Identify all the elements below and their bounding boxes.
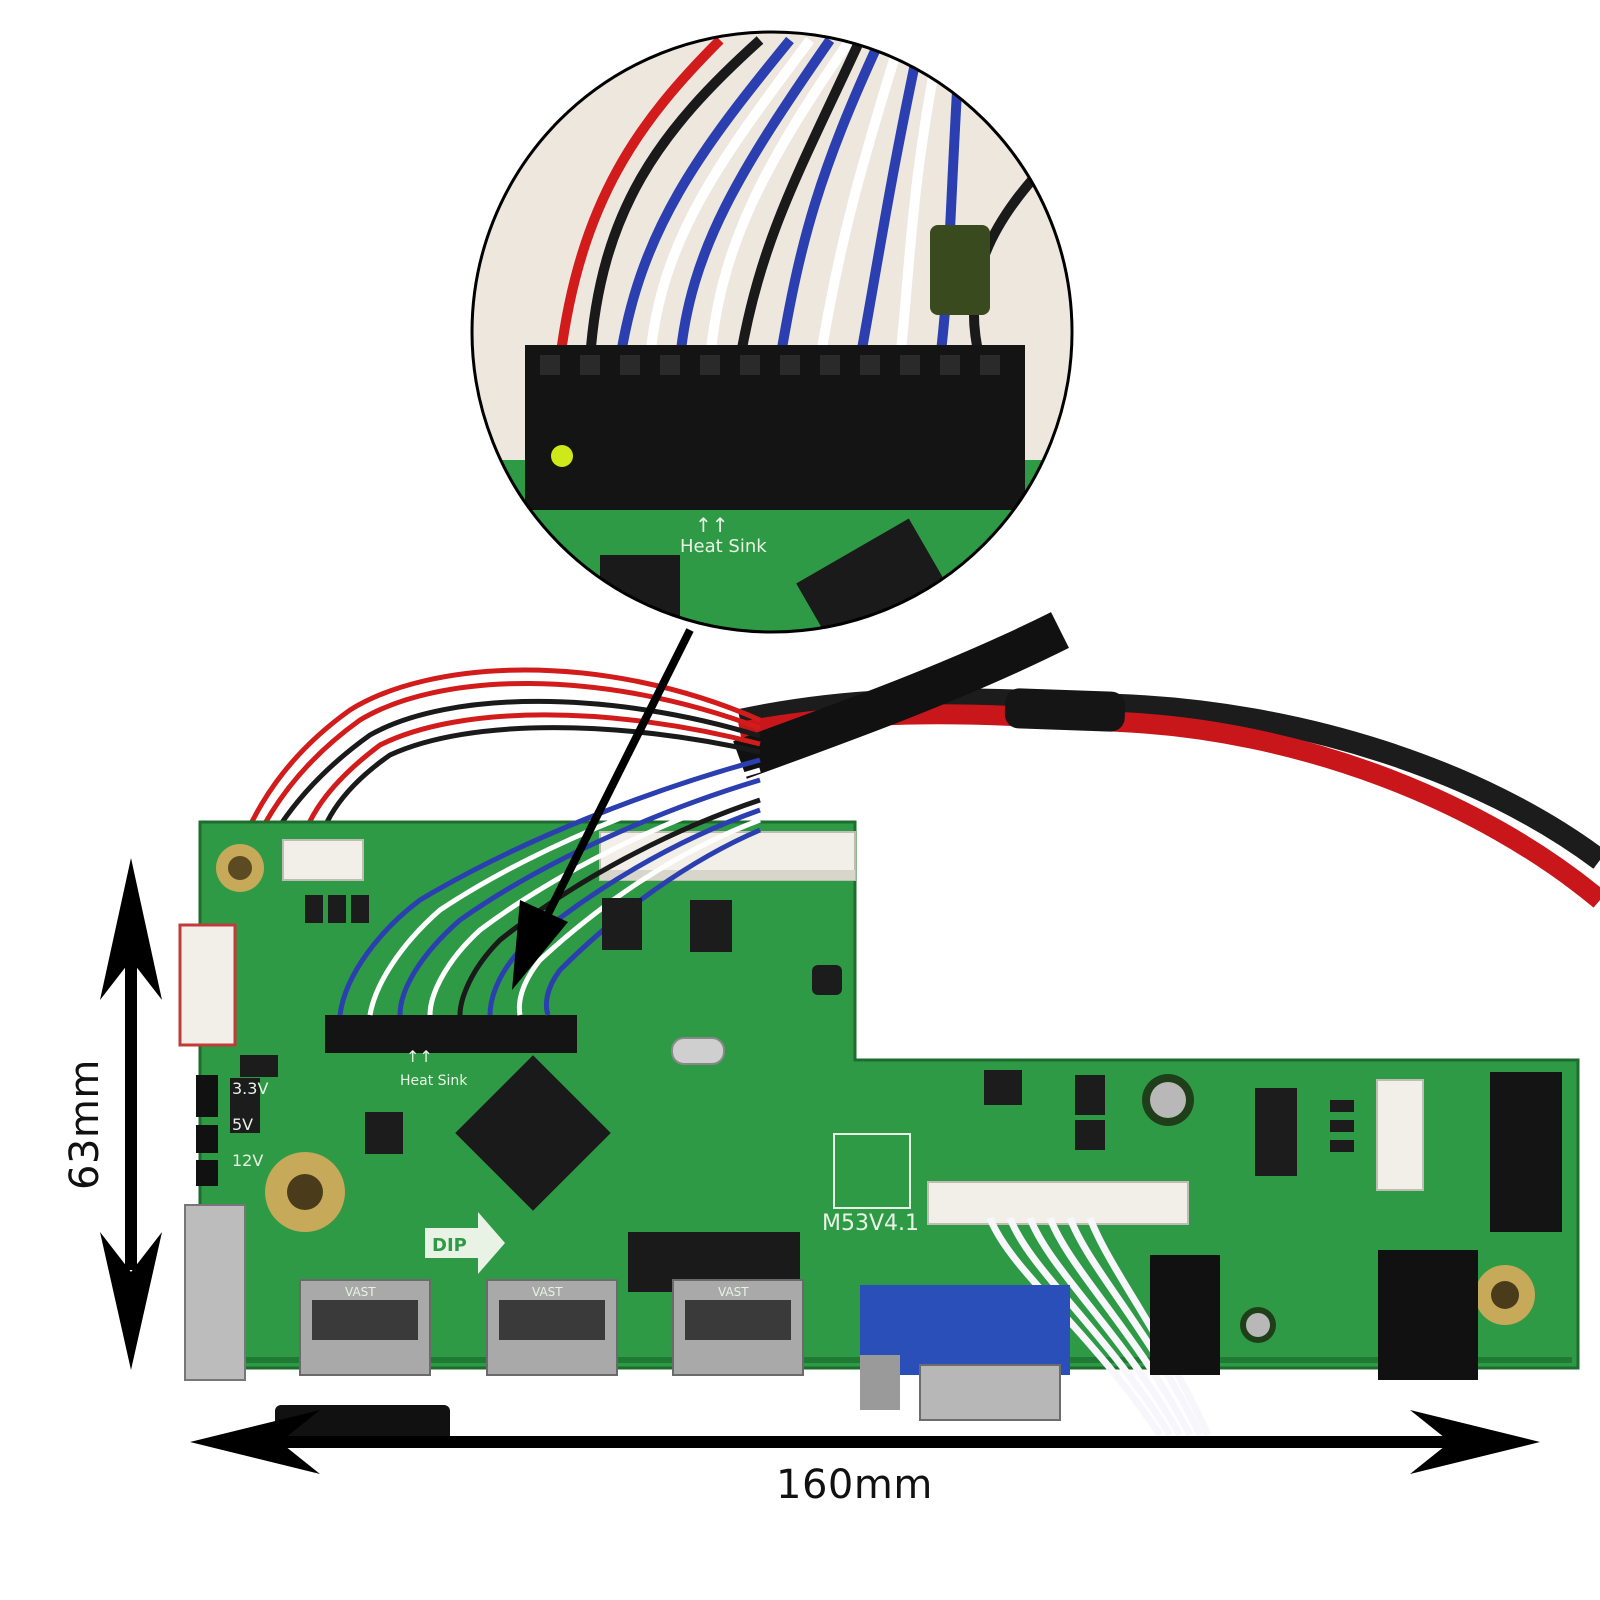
audio-white-connector [927,1181,1189,1225]
label-12v: 12V [232,1151,263,1170]
white-ribbon-wires [986,1216,1212,1437]
svg-text:DIP: DIP [432,1235,467,1256]
capacitors [1142,1074,1276,1343]
zoom-inset-border [470,30,1074,634]
audio-jack-2 [1378,1250,1478,1380]
double-arrow-horizontal-icon [190,1410,1540,1474]
hdmi-port-3 [672,1279,804,1376]
board-model-label: M53V4.1 [822,1211,919,1236]
double-arrow-vertical-icon [100,858,162,1370]
power-cable [733,612,1600,908]
small-white-connector-right [1376,1079,1424,1191]
width-dimension-label: 160mm [776,1462,933,1508]
hdmi-port-2 [486,1279,618,1376]
crystal-oscillator [671,1037,725,1065]
heat-sink-arrows-zoom: ↑↑ [695,513,729,537]
right-black-header [1490,1072,1562,1232]
label-3v3: 3.3V [232,1079,268,1098]
height-dimension-label: 63mm [62,1059,108,1190]
main-chip [455,1055,611,1211]
mounting-holes [216,844,1535,1325]
cn2-connector [282,839,364,881]
dip-label: DIP [425,1212,505,1274]
jumper-pins [196,1075,218,1186]
audio-jack-1 [1150,1255,1220,1375]
lvds-connector-board [325,1015,577,1053]
label-5v: 5V [232,1115,253,1134]
hdmi-brand-1: VAST [345,1285,376,1299]
hdmi-brand-3: VAST [718,1285,749,1299]
usb-port [184,1204,246,1381]
hdmi-port-1 [275,1279,450,1445]
heat-sink-label-board: Heat Sink [400,1073,468,1089]
vga-port [860,1285,1070,1421]
heat-sink-label-zoom: Heat Sink [680,536,767,557]
smd-components [230,895,1354,1176]
hdmi-brand-2: VAST [532,1285,563,1299]
heat-sink-arrows: ↑↑ [406,1047,433,1066]
zoom-inset: Heat Sink ↑↑ [472,32,1070,632]
top-white-connector [599,831,856,881]
left-white-connector [178,923,237,1047]
arrow-down-icon [512,628,694,990]
